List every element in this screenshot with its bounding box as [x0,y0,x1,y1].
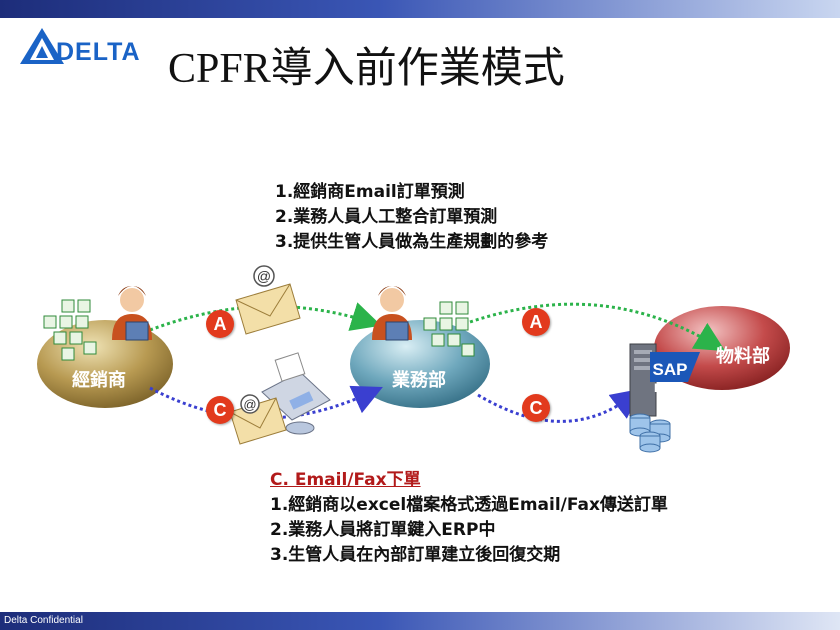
top-step: 1.經銷商Email訂單預測 [275,182,465,202]
dealer-label: 經銷商 [72,370,126,391]
delta-logo [20,28,64,64]
bottom-steps-heading: C. Email/Fax下單 [270,470,421,490]
svg-text:@: @ [243,397,256,412]
sales-person-icon [372,286,412,341]
page-title: CPFR導入前作業模式 [168,46,565,92]
sales-node [350,320,490,408]
badge-c-right: C [522,394,550,422]
top-steps-list: 1.經銷商Email訂單預測 2.業務人員人工整合訂單預測 3.提供生管人員做為… [275,180,548,255]
badge-a-right: A [522,308,550,336]
database-icons [629,413,671,453]
brand-name: DELTA [56,38,141,66]
fax-machine-icon [261,352,331,435]
bottom-step: 3.生管人員在內部訂單建立後回復交期 [270,545,561,565]
top-step: 3.提供生管人員做為生產規劃的參考 [275,232,549,252]
top-step: 2.業務人員人工整合訂單預測 [275,207,498,227]
bottom-steps-list: C. Email/Fax下單 1.經銷商以excel檔案格式透過Email/Fa… [270,468,668,568]
email-envelope-icon: @ [235,265,301,335]
arrow-c-sales-to-erp [477,388,642,423]
dealer-spreadsheet-icons [43,299,97,361]
confidential-note: Delta Confidential [4,615,83,626]
bottom-step: 2.業務人員將訂單鍵入ERP中 [270,520,496,540]
sales-spreadsheet-icons [423,301,475,357]
badge-a-left: A [206,310,234,338]
arrow-c-dealer-to-sales [149,385,383,420]
fax-envelope-icon: @ [229,394,287,445]
badge-c-left: C [206,396,234,424]
bottom-step: 1.經銷商以excel檔案格式透過Email/Fax傳送訂單 [270,495,668,515]
svg-text:@: @ [257,268,271,284]
materials-label: 物料部 [716,346,770,367]
sap-logo: SAP [653,360,688,379]
top-banner [0,0,840,18]
sales-label: 業務部 [392,370,446,391]
erp-label: ERP [654,381,679,395]
bottom-banner [0,612,840,630]
erp-server-icon [629,343,700,417]
dealer-person-icon [112,286,152,341]
